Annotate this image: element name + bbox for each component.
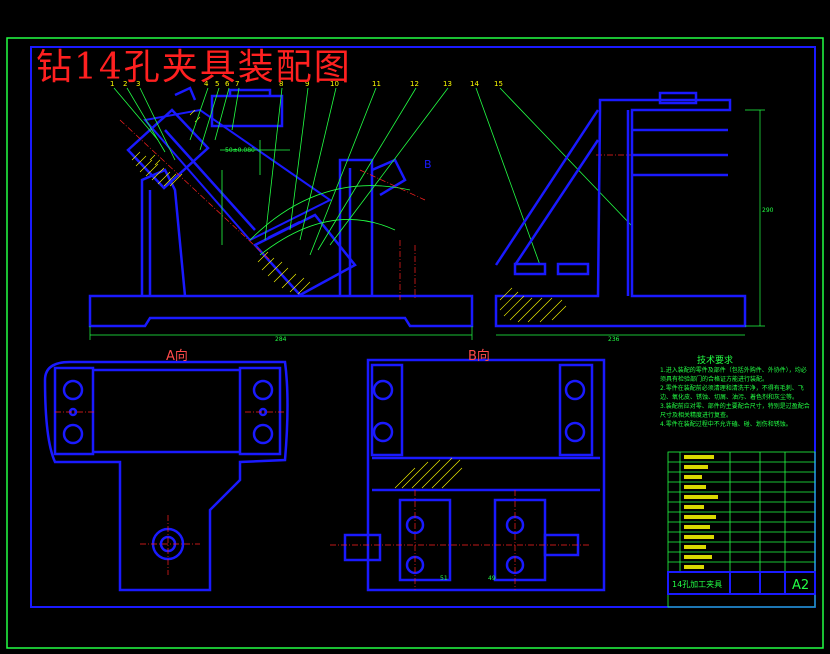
a-view xyxy=(43,360,289,592)
tech-requirement-item: 4.零件在装配过程中不允许磕、碰、划伤和锈蚀。 xyxy=(660,421,792,428)
balloon-3: 3 xyxy=(136,80,140,88)
balloon-10: 10 xyxy=(330,80,339,88)
title-block-sheet: A2 xyxy=(792,578,809,593)
parts-list xyxy=(667,451,816,608)
side-dimensions xyxy=(496,109,765,336)
dim-side-height: 290 xyxy=(762,207,774,214)
tech-requirements-title: 技术要求 xyxy=(697,356,734,366)
side-view xyxy=(494,91,747,328)
balloon-5: 5 xyxy=(215,80,219,88)
drawing-title: 钻14孔夹具装配图 xyxy=(36,47,352,88)
title-block xyxy=(667,571,816,595)
balloon-14: 14 xyxy=(470,80,479,88)
balloon-7: 7 xyxy=(235,80,239,88)
leader-lines xyxy=(113,87,633,266)
section-b-mark: B xyxy=(424,158,432,171)
balloon-12: 12 xyxy=(410,80,419,88)
tech-requirement-item: 3.装配前应对零、部件的主要配合尺寸，特别是过盈配合尺寸及相关精度进行复查。 xyxy=(660,403,810,419)
b-view-label: B向 xyxy=(468,349,490,364)
balloon-9: 9 xyxy=(305,80,309,88)
tech-requirement-item: 1.进入装配的零件及部件（包括外购件、外协件），均必须具有检验部门的合格证方能进… xyxy=(660,367,807,383)
balloon-13: 13 xyxy=(443,80,452,88)
outer-border xyxy=(6,37,824,649)
a-view-label: A向 xyxy=(166,349,188,364)
front-hatching xyxy=(131,109,311,295)
balloon-1: 1 xyxy=(110,80,114,88)
dim-angle: 50±0.080 xyxy=(225,147,255,154)
balloon-15: 15 xyxy=(494,80,503,88)
balloon-6: 6 xyxy=(225,80,230,88)
dim-side-width: 236 xyxy=(608,336,620,343)
balloon-numbers: 1 2 3 4 5 6 7 8 9 10 11 12 13 14 15 xyxy=(110,80,503,88)
tech-requirements-list: 1.进入装配的零件及部件（包括外购件、外协件），均必须具有检验部门的合格证方能进… xyxy=(660,366,810,429)
inner-frame xyxy=(30,46,816,608)
b-view-hatching xyxy=(394,457,463,489)
balloon-8: 8 xyxy=(279,80,283,88)
dim-bottom-2: 49 xyxy=(488,575,496,582)
b-view xyxy=(343,358,606,592)
parts-list-text-fill xyxy=(684,455,718,569)
tech-requirement-item: 2.零件在装配前必须清理和清洗干净，不得有毛刺、飞边、氧化皮、锈蚀、切屑、油污、… xyxy=(660,385,804,401)
side-hatching xyxy=(499,287,567,323)
b-view-centerlines xyxy=(330,490,590,590)
balloon-2: 2 xyxy=(123,80,127,88)
balloon-11: 11 xyxy=(372,80,381,88)
front-dimensions xyxy=(89,326,473,340)
dim-bottom-1: 51 xyxy=(440,575,448,582)
a-view-centerlines xyxy=(55,411,285,575)
dim-main-width: 284 xyxy=(275,336,287,343)
balloon-4: 4 xyxy=(204,80,209,88)
title-block-name: 14孔加工夹具 xyxy=(672,579,722,589)
